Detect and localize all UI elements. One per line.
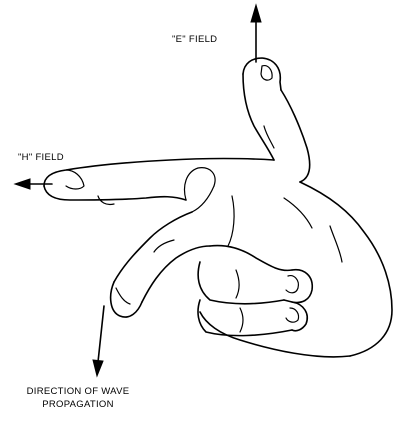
middle-finger xyxy=(109,211,211,318)
thumb xyxy=(242,57,311,183)
propagation-label: DIRECTION OF WAVE PROPAGATION xyxy=(2,385,154,411)
palm xyxy=(199,181,393,358)
propagation-label-line1: DIRECTION OF WAVE xyxy=(26,386,130,397)
propagation-label-line2: PROPAGATION xyxy=(42,399,114,410)
h-field-label: "H" FIELD xyxy=(18,152,64,163)
propagation-arrow xyxy=(92,305,105,378)
e-field-arrow xyxy=(250,3,262,63)
curled-fingers xyxy=(197,244,314,337)
index-finger xyxy=(43,157,275,213)
e-field-label: "E" FIELD xyxy=(172,34,218,45)
h-field-arrow xyxy=(13,178,53,190)
